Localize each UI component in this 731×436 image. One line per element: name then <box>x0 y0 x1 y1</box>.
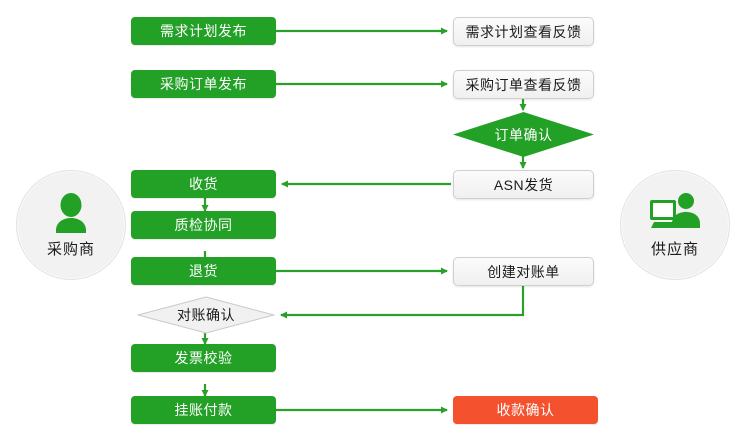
node-statement-confirm[interactable]: 对账确认 <box>137 296 275 334</box>
node-label: ASN发货 <box>493 176 554 193</box>
node-invoice-verify[interactable]: 发票校验 <box>131 344 276 372</box>
node-label: 订单确认 <box>494 126 553 143</box>
node-label: 质检协同 <box>174 217 233 233</box>
node-label: 需求计划查看反馈 <box>465 23 582 40</box>
edge-create-statement-to-statement-confirm <box>280 285 525 319</box>
node-asn-shipment[interactable]: ASN发货 <box>453 170 594 199</box>
node-label: 采购订单查看反馈 <box>465 76 582 93</box>
actor-buyer-label: 采购商 <box>46 240 95 258</box>
node-demand-plan-feedback[interactable]: 需求计划查看反馈 <box>453 17 594 46</box>
node-label: 需求计划发布 <box>160 23 247 39</box>
actor-supplier[interactable]: 供应商 <box>620 170 730 280</box>
node-payable-payment[interactable]: 挂账付款 <box>131 396 276 424</box>
actor-supplier-label: 供应商 <box>650 240 699 258</box>
node-create-statement[interactable]: 创建对账单 <box>453 257 594 286</box>
node-label: 创建对账单 <box>487 263 560 280</box>
person-icon <box>48 192 94 236</box>
node-label: 收货 <box>189 176 218 192</box>
actor-buyer[interactable]: 采购商 <box>16 170 126 280</box>
node-label: 发票校验 <box>174 350 233 366</box>
node-po-publish[interactable]: 采购订单发布 <box>131 70 276 98</box>
node-label: 对账确认 <box>177 307 235 323</box>
node-label: 收款确认 <box>496 402 555 418</box>
person-at-computer-icon <box>648 192 702 236</box>
node-order-confirm[interactable]: 订单确认 <box>453 112 594 157</box>
node-label: 采购订单发布 <box>160 76 247 92</box>
node-label: 挂账付款 <box>174 402 233 418</box>
node-demand-plan-publish[interactable]: 需求计划发布 <box>131 17 276 45</box>
node-po-feedback[interactable]: 采购订单查看反馈 <box>453 70 594 99</box>
node-label: 退货 <box>189 263 218 279</box>
node-return-goods[interactable]: 退货 <box>131 257 276 285</box>
node-receive-goods[interactable]: 收货 <box>131 170 276 198</box>
node-quality-collab[interactable]: 质检协同 <box>131 211 276 239</box>
node-receipt-confirm[interactable]: 收款确认 <box>453 396 598 424</box>
